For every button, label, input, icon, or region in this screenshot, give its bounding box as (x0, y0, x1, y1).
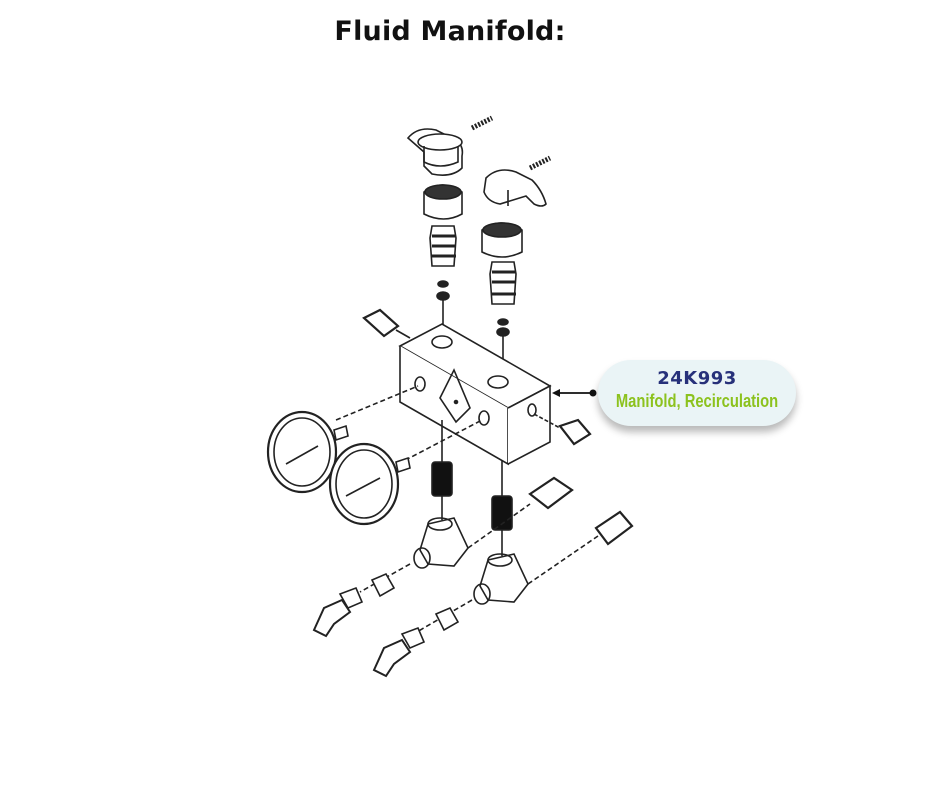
elbow-fitting-lower (372, 638, 412, 678)
page-title: Fluid Manifold: (334, 16, 566, 47)
valve-cartridge-left (423, 184, 463, 350)
part-number: 24K993 (657, 368, 737, 389)
nipple-fitting-right (533, 413, 592, 446)
valve-cartridge-right (481, 222, 523, 378)
part-description: Manifold, Recirculation (615, 391, 779, 411)
swivel-fitting-upper-right (528, 476, 574, 510)
callout-leader-arrow (552, 389, 597, 397)
pressure-gauge-1 (266, 385, 419, 494)
swivel-fitting-left (338, 563, 411, 610)
swivel-fitting-lower-right (594, 510, 634, 546)
valve-handle-left (406, 115, 494, 176)
part-callout: 24K993 Manifold, Recirculation (598, 360, 796, 426)
valve-handle-right (483, 155, 552, 207)
pressure-gauge-2 (328, 419, 483, 526)
tee-fitting-left (413, 503, 531, 569)
manifold-block (398, 323, 552, 466)
nipple-fitting-top-left (362, 308, 411, 339)
tee-fitting-right (473, 535, 599, 605)
elbow-fitting-left (312, 598, 352, 638)
nipple-fitting-black-left (431, 420, 453, 520)
swivel-fitting-lower (400, 599, 473, 650)
nipple-fitting-black-right (491, 460, 513, 556)
